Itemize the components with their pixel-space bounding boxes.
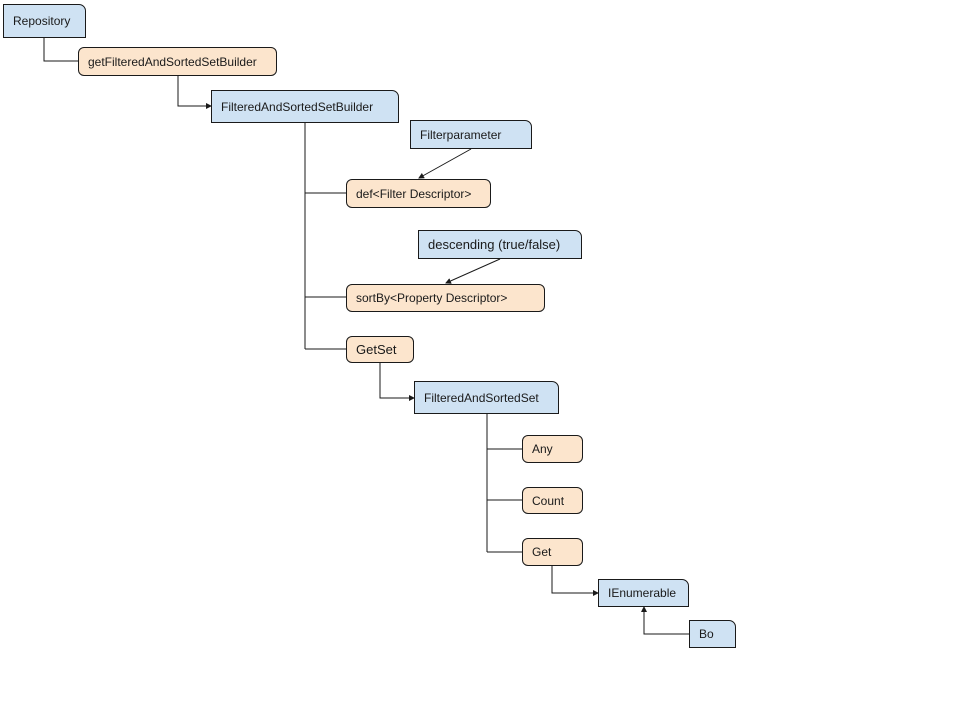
node-repository[interactable]: Repository <box>3 4 86 38</box>
node-get[interactable]: Get <box>522 538 583 566</box>
node-get-set[interactable]: GetSet <box>346 336 414 363</box>
node-def-filter[interactable]: def<Filter Descriptor> <box>346 179 491 208</box>
node-builder[interactable]: FilteredAndSortedSetBuilder <box>211 90 399 123</box>
node-any[interactable]: Any <box>522 435 583 463</box>
node-count[interactable]: Count <box>522 487 583 514</box>
node-sort-by[interactable]: sortBy<Property Descriptor> <box>346 284 545 312</box>
edge-repository-get-builder <box>43 38 78 62</box>
edge-get-builder-builder <box>177 76 212 109</box>
edge-descending-sort-by <box>445 258 501 284</box>
node-sorted-set[interactable]: FilteredAndSortedSet <box>414 381 559 414</box>
edge-bo-ienumerable <box>641 606 689 635</box>
edge-get-set-sorted-set <box>379 363 415 401</box>
node-get-builder[interactable]: getFilteredAndSortedSetBuilder <box>78 47 277 76</box>
node-bo[interactable]: Bo <box>689 620 736 648</box>
node-filterparameter[interactable]: Filterparameter <box>410 120 532 149</box>
node-ienumerable[interactable]: IEnumerable <box>598 579 689 607</box>
edge-get-ienumerable <box>551 566 599 596</box>
edge-filterparameter-def-filter <box>418 148 472 179</box>
node-descending[interactable]: descending (true/false) <box>418 230 582 259</box>
